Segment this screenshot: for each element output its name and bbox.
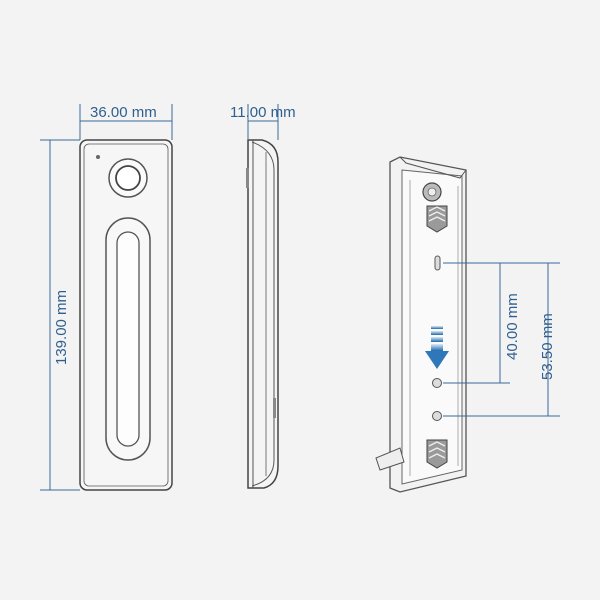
hole-spacing-40-label: 40.00 mm [504, 293, 521, 360]
bottom-tab [375, 447, 405, 471]
hole-spacing-53-label: 53.50 mm [539, 313, 556, 380]
side-button-bottom [273, 398, 276, 418]
width-dimension-label: 36.00 mm [90, 104, 157, 121]
mounting-hole-upper [432, 378, 442, 388]
downward-arrow-icon [425, 326, 449, 369]
side-body [247, 139, 279, 489]
mounting-hole-lower [432, 411, 442, 421]
side-body-curve [251, 141, 275, 487]
side-button-top [246, 168, 249, 188]
fingerprint-sensor-inner [115, 165, 141, 191]
side-view: 11.00 mm [230, 104, 296, 489]
mounting-plate-view: 40.00 mm 53.50 mm [375, 156, 560, 493]
plate-top-rim [399, 156, 467, 179]
front-view: 36.00 mm 139.00 mm [40, 104, 173, 491]
height-dimension-label: 139.00 mm [53, 290, 70, 365]
front-body-inner-edge [83, 143, 169, 487]
top-grip-icon [426, 205, 448, 233]
status-led-icon [96, 155, 100, 159]
top-hook-inner [427, 187, 437, 197]
top-mounting-slot [434, 255, 441, 271]
bottom-grip-icon [426, 439, 448, 469]
depth-dimension-label: 11.00 mm [230, 104, 296, 121]
handle-slot-inner [116, 231, 140, 447]
